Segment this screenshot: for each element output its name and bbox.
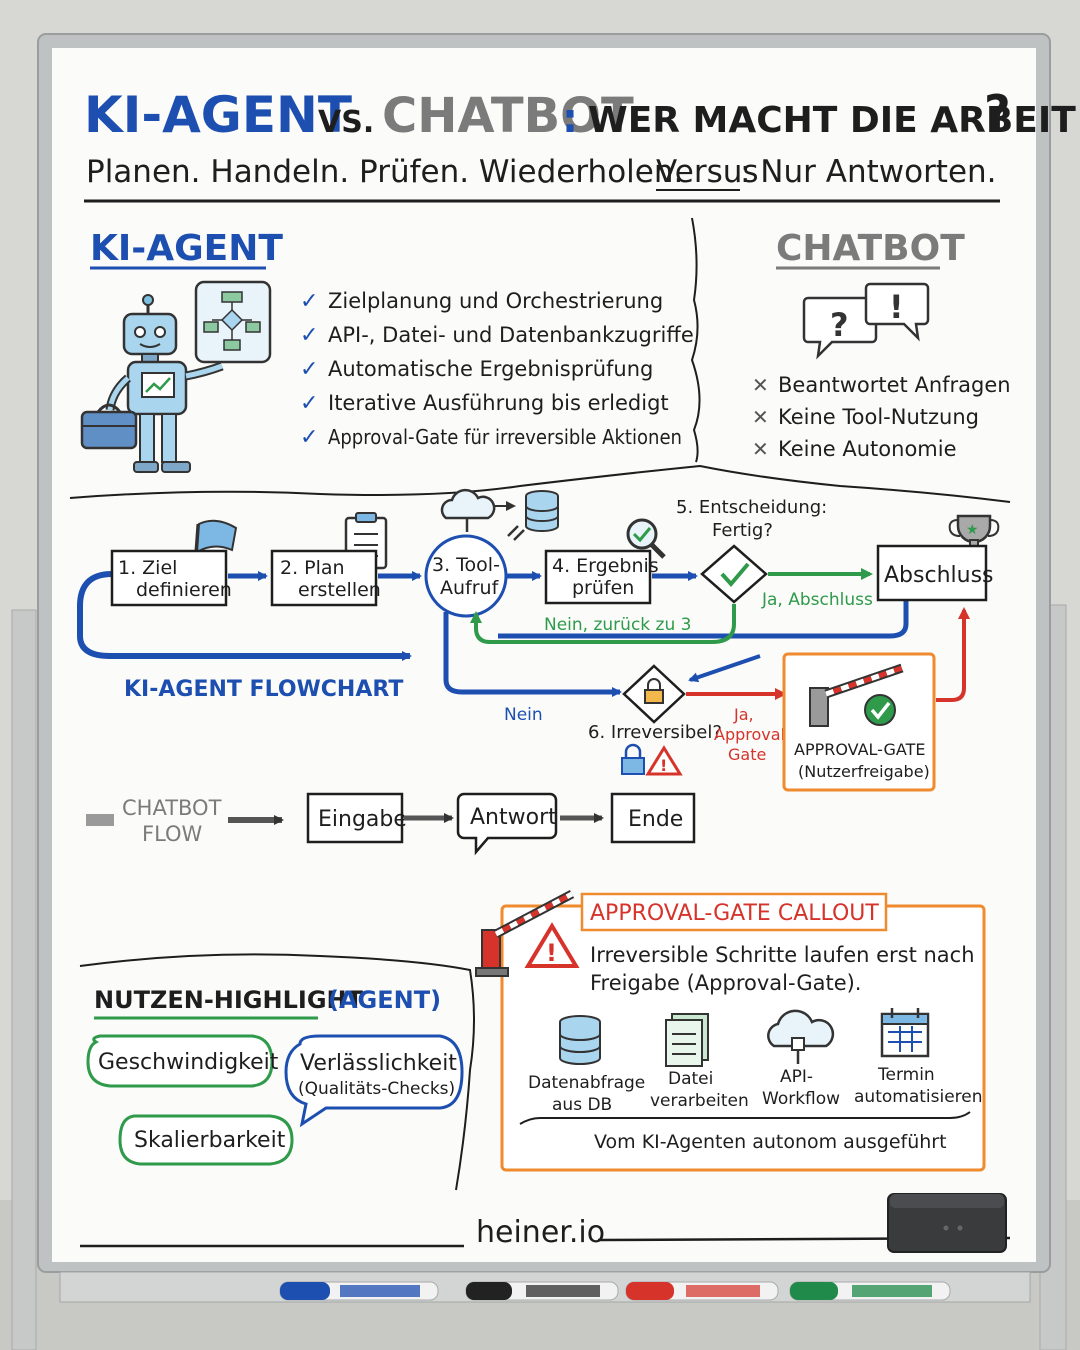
svg-text:✓: ✓ bbox=[300, 425, 318, 450]
feature-2: API-, Datei- und Datenbankzugriffe bbox=[328, 323, 694, 347]
action-3-line1: API- bbox=[780, 1067, 813, 1087]
ja-gate-2: Approval- bbox=[714, 725, 791, 744]
svg-text:?: ? bbox=[830, 306, 849, 344]
approval-sub: (Nutzerfreigabe) bbox=[798, 762, 930, 781]
action-2-line2: verarbeiten bbox=[650, 1091, 749, 1111]
svg-text:✓: ✓ bbox=[300, 289, 318, 314]
chatbot-flow-label-2: FLOW bbox=[142, 822, 203, 846]
svg-text:★: ★ bbox=[966, 522, 979, 538]
no-label: Nein, zurück zu 3 bbox=[544, 615, 691, 635]
calendar-icon bbox=[882, 1008, 928, 1056]
limit-3: Keine Autonomie bbox=[778, 437, 957, 461]
chatbot-step-input-label: Eingabe bbox=[318, 807, 407, 832]
chatbot-step-end-label: Ende bbox=[628, 807, 683, 832]
chatbot-flow-marker bbox=[86, 814, 114, 826]
flowchart-title: KI-AGENT FLOWCHART bbox=[124, 677, 403, 702]
step-3-line2: Aufruf bbox=[440, 577, 500, 599]
subtitle-b: : Nur Antworten. bbox=[740, 154, 997, 190]
step-2-line2: erstellen bbox=[298, 579, 381, 601]
step-3-line1: 3. Tool- bbox=[432, 554, 500, 576]
svg-text:✓: ✓ bbox=[300, 391, 318, 416]
marker-blue-icon bbox=[280, 1282, 438, 1300]
action-1-line2: aus DB bbox=[552, 1095, 612, 1115]
benefits-title-a: NUTZEN-HIGHLIGHT bbox=[94, 986, 364, 1014]
feature-1: Zielplanung und Orchestrierung bbox=[328, 289, 663, 313]
step-1-line1: 1. Ziel bbox=[118, 557, 177, 579]
done-label: Abschluss bbox=[884, 563, 994, 588]
benefit-scalability: Skalierbarkeit bbox=[134, 1128, 286, 1153]
chatbot-heading: CHATBOT bbox=[776, 228, 965, 269]
nein-label: Nein bbox=[504, 705, 543, 725]
svg-text:✓: ✓ bbox=[300, 357, 318, 382]
step-3-circle bbox=[426, 536, 506, 616]
svg-text:✓: ✓ bbox=[300, 323, 318, 348]
feature-5: Approval-Gate für irreversible Aktionen bbox=[328, 425, 682, 449]
svg-text:!: ! bbox=[889, 288, 904, 326]
yes-label: Ja, Abschluss bbox=[761, 590, 873, 610]
callout-title: APPROVAL-GATE CALLOUT bbox=[590, 901, 879, 926]
subtitle-a: Planen. Handeln. Prüfen. Wiederholen. bbox=[86, 154, 683, 190]
title-question: ? bbox=[984, 85, 1011, 139]
callout-text-2: Freigabe (Approval-Gate). bbox=[590, 971, 861, 995]
callout-footer: Vom KI-Agenten autonom ausgeführt bbox=[594, 1131, 947, 1153]
title-agent: KI-AGENT bbox=[84, 86, 352, 144]
flow-panel-icon bbox=[196, 282, 270, 362]
database-icon bbox=[526, 491, 558, 531]
step-1-line2: definieren bbox=[136, 579, 232, 601]
brand-label: heiner.io bbox=[476, 1215, 605, 1250]
action-4-line1: Termin bbox=[877, 1065, 935, 1085]
chatbot-step-answer-label: Antwort bbox=[470, 805, 557, 830]
action-1-line1: Datenabfrage bbox=[528, 1073, 645, 1093]
title-colon: : bbox=[562, 96, 578, 142]
callout-text-1: Irreversible Schritte laufen erst nach bbox=[590, 943, 975, 967]
svg-text:!: ! bbox=[546, 939, 557, 967]
eraser-icon bbox=[888, 1194, 1006, 1252]
ja-gate-3: Gate bbox=[728, 745, 766, 764]
ja-gate-1: Ja, bbox=[733, 705, 754, 724]
chatbot-flow-label-1: CHATBOT bbox=[122, 796, 222, 820]
svg-text:✕: ✕ bbox=[752, 373, 769, 397]
svg-text:✕: ✕ bbox=[752, 405, 769, 429]
action-2-line1: Datei bbox=[668, 1069, 713, 1089]
feature-3: Automatische Ergebnisprüfung bbox=[328, 357, 653, 381]
step-5-line1: 5. Entscheidung: bbox=[676, 497, 827, 518]
benefits-title-b: (AGENT) bbox=[328, 986, 441, 1014]
feature-4: Iterative Ausführung bis erledigt bbox=[328, 391, 669, 415]
benefit-reliability: Verlässlichkeit bbox=[300, 1051, 457, 1076]
agent-heading: KI-AGENT bbox=[90, 228, 283, 269]
marker-black-icon bbox=[466, 1282, 618, 1300]
action-4-line2: automatisieren bbox=[854, 1087, 983, 1107]
limit-2: Keine Tool-Nutzung bbox=[778, 405, 979, 429]
approval-title: APPROVAL-GATE bbox=[794, 740, 926, 759]
step-5-line2: Fertig? bbox=[712, 520, 773, 541]
svg-text:!: ! bbox=[660, 756, 667, 775]
step-2-line1: 2. Plan bbox=[280, 557, 345, 579]
step-4-line1: 4. Ergebnis bbox=[552, 555, 659, 577]
svg-text:✕: ✕ bbox=[752, 437, 769, 461]
approved-check-icon bbox=[865, 695, 895, 725]
benefit-speed: Geschwindigkeit bbox=[98, 1050, 279, 1075]
db-action-icon bbox=[560, 1016, 600, 1064]
limit-1: Beantwortet Anfragen bbox=[778, 373, 1011, 397]
title-vs: VS. bbox=[318, 105, 374, 140]
benefit-reliability-sub: (Qualitäts-Checks) bbox=[298, 1079, 455, 1099]
irreversible-label: 6. Irreversibel? bbox=[588, 722, 722, 743]
action-3-line2: Workflow bbox=[762, 1089, 840, 1109]
marker-red-icon bbox=[626, 1282, 778, 1300]
marker-green-icon bbox=[790, 1282, 950, 1300]
file-action-icon bbox=[666, 1014, 708, 1066]
step-4-line2: prüfen bbox=[572, 577, 634, 599]
